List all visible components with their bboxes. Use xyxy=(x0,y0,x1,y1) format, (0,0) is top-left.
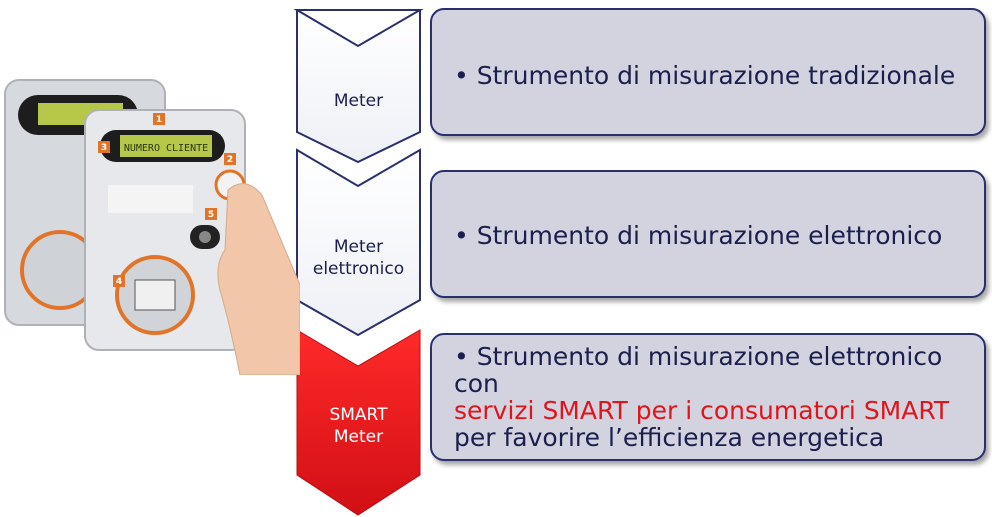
callout-2: 2 xyxy=(227,155,233,165)
description-text-meter-elettronico: • Strumento di misurazione elettronico xyxy=(454,221,943,250)
meter-display-text: NUMERO CLIENTE xyxy=(124,143,208,154)
description-box-smart-meter: • Strumento di misurazione elettronico c… xyxy=(430,333,986,461)
callout-1: 1 xyxy=(156,115,162,125)
description-line-2-highlight: servizi SMART per i consumatori SMART xyxy=(454,396,950,425)
description-line-3: per favorire l’efficienza energetica xyxy=(454,423,885,452)
chevron-smart-meter xyxy=(296,329,421,516)
callout-5: 5 xyxy=(208,210,214,220)
stage-label-meter: Meter xyxy=(333,91,384,111)
description-box-meter: • Strumento di misurazione tradizionale xyxy=(430,8,986,136)
description-line-1: • Strumento di misurazione elettronico c… xyxy=(454,342,943,398)
callout-4: 4 xyxy=(116,277,122,287)
smart-meter-photo: NUMERO CLIENTE 1 2 3 4 5 xyxy=(4,79,300,375)
description-box-meter-elettronico: • Strumento di misurazione elettronico xyxy=(430,170,986,298)
chevron-meter-notch xyxy=(293,9,424,48)
callout-3: 3 xyxy=(101,143,107,153)
description-text-meter: • Strumento di misurazione tradizionale xyxy=(454,61,956,90)
